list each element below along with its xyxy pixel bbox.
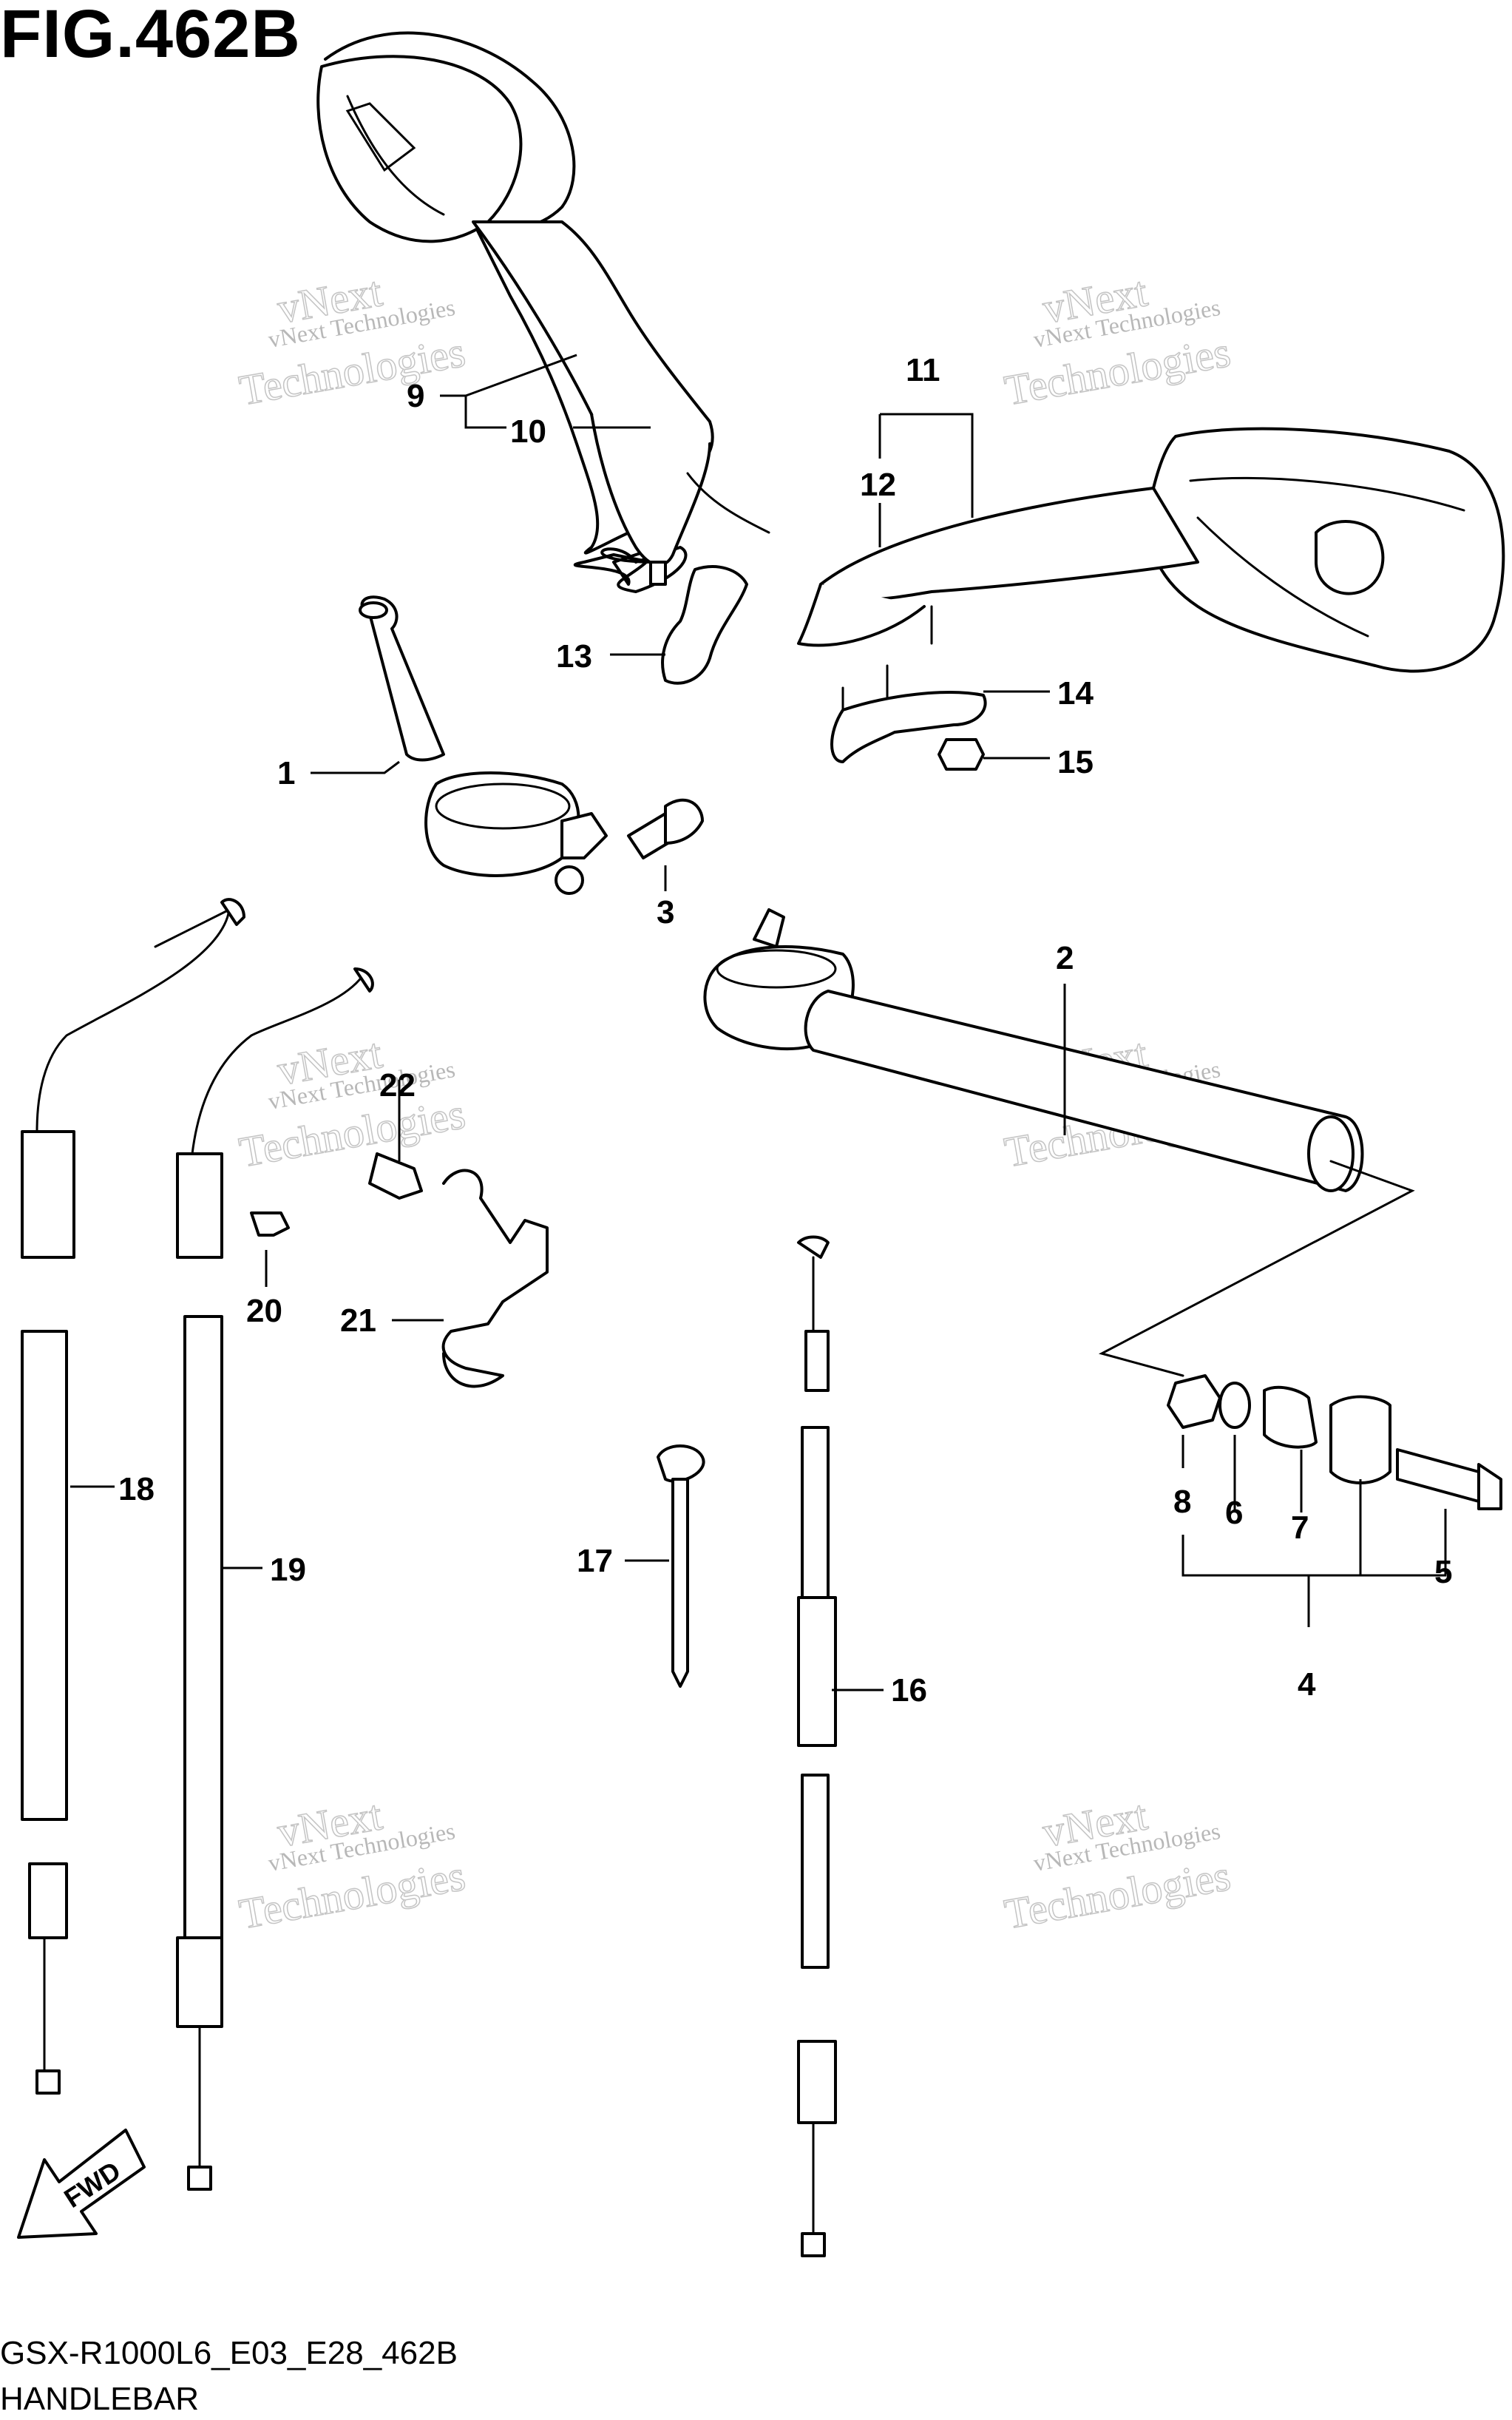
mounting-bracket-13-drawing [661, 565, 748, 685]
callout-2: 2 [1056, 940, 1074, 976]
leader-lines [70, 354, 1447, 1691]
callout-12: 12 [860, 467, 896, 503]
callout-21: 21 [340, 1302, 376, 1339]
callout-7: 7 [1291, 1510, 1309, 1546]
callout-9: 9 [407, 378, 424, 414]
throttle-cable-19-drawing [176, 967, 374, 2191]
callout-1: 1 [277, 755, 295, 791]
screw-20-drawing [250, 1211, 290, 1237]
callout-18: 18 [118, 1471, 155, 1507]
callout-15: 15 [1057, 744, 1094, 780]
callout-3: 3 [657, 894, 674, 930]
clutch-cable-16-drawing [797, 1235, 837, 2257]
callout-labels: 1 2 3 4 5 6 7 8 9 10 11 12 13 14 15 16 1… [118, 352, 1452, 1708]
right-handlebar-drawing [703, 908, 1364, 1192]
callout-19: 19 [270, 1552, 306, 1588]
callout-22: 22 [379, 1067, 416, 1103]
figure-title: FIG.462B [0, 0, 301, 72]
left-mirror-drawing [316, 31, 770, 593]
cable-bracket-21-drawing [441, 1169, 549, 1388]
footer-drawing-code: GSX-R1000L6_E03_E28_462B [0, 2335, 458, 2371]
forward-direction-arrow: FWD [17, 2129, 146, 2239]
left-handlebar-drawing [359, 595, 608, 895]
callout-4: 4 [1298, 1666, 1316, 1703]
callout-20: 20 [246, 1293, 282, 1329]
callout-10: 10 [510, 413, 546, 450]
callout-11: 11 [906, 352, 940, 388]
throttle-cable-18-drawing [21, 898, 245, 2095]
callout-16: 16 [891, 1672, 927, 1708]
callout-14: 14 [1057, 675, 1094, 712]
mounting-bracket-14-drawing [830, 691, 987, 763]
callout-6: 6 [1225, 1495, 1243, 1531]
callout-17: 17 [577, 1543, 613, 1579]
nut-15-drawing [938, 738, 985, 771]
callout-13: 13 [556, 638, 592, 675]
callout-5: 5 [1434, 1554, 1452, 1590]
bolt-3-drawing [627, 798, 704, 859]
right-mirror-drawing [797, 427, 1505, 726]
bar-end-assembly-drawing [1098, 1160, 1502, 1510]
callout-8: 8 [1173, 1484, 1191, 1520]
cable-tie-17-drawing [657, 1444, 705, 1688]
bolt-22-drawing [368, 1152, 423, 1200]
footer-section-name: HANDLEBAR [0, 2381, 199, 2417]
